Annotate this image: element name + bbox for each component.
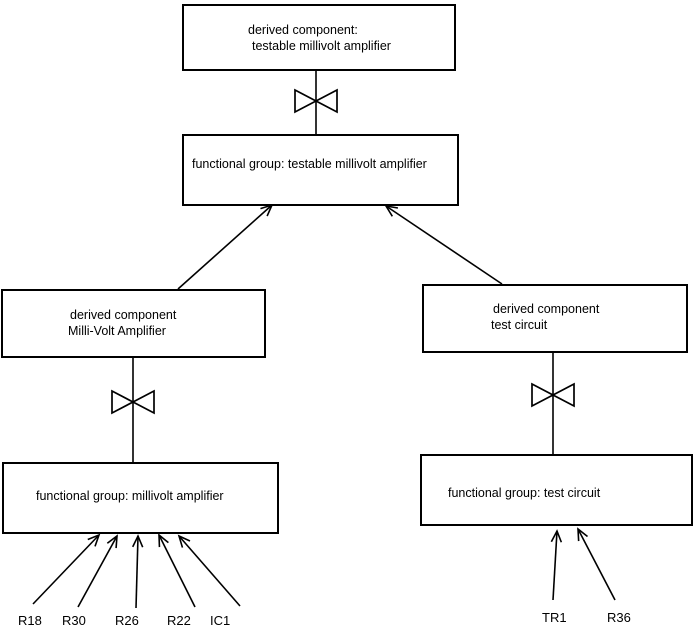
- node-derived-test-circuit[interactable]: derived component test circuit: [422, 284, 688, 353]
- node-label-line2: testable millivolt amplifier: [252, 39, 391, 53]
- node-box: [182, 134, 459, 206]
- component-label-r22: R22: [167, 613, 191, 628]
- node-label: functional group: test circuit: [448, 486, 601, 500]
- node-box: [422, 284, 688, 353]
- node-label-line1: derived component:: [248, 23, 358, 37]
- component-label-r30: R30: [62, 613, 86, 628]
- node-label-line2: Milli-Volt Amplifier: [68, 324, 166, 338]
- arrow-r36: [577, 527, 616, 601]
- component-label-r36: R36: [607, 610, 631, 625]
- node-box: [420, 454, 693, 526]
- arrow-ic1: [177, 534, 241, 607]
- node-functional-group-testable-millivolt-amplifier[interactable]: functional group: testable millivolt amp…: [182, 134, 459, 206]
- bowtie-icon-right: [531, 382, 575, 408]
- node-label-line1: derived component: [70, 308, 177, 322]
- arrow-testcircuit-to-testable: [384, 204, 503, 285]
- arrow-r22: [158, 533, 196, 608]
- bowtie-icon-left: [111, 389, 155, 415]
- node-functional-group-millivolt-amplifier[interactable]: functional group: millivolt amplifier: [2, 462, 279, 534]
- node-derived-testable-millivolt-amplifier[interactable]: derived component: testable millivolt am…: [182, 4, 456, 71]
- node-box: [182, 4, 456, 71]
- node-functional-group-test-circuit[interactable]: functional group: test circuit: [420, 454, 693, 526]
- component-label-r26: R26: [115, 613, 139, 628]
- node-derived-millivolt-amplifier[interactable]: derived component Milli-Volt Amplifier: [1, 289, 266, 358]
- component-label-tr1: TR1: [542, 610, 567, 625]
- bowtie-icon-top: [294, 88, 338, 114]
- component-label-ic1: IC1: [210, 613, 230, 628]
- node-label: functional group: millivolt amplifier: [36, 489, 224, 503]
- arrow-r30: [77, 534, 118, 608]
- node-label: functional group: testable millivolt amp…: [192, 157, 427, 171]
- arrow-r18: [32, 533, 101, 605]
- arrow-tr1: [550, 529, 563, 601]
- arrow-millivolt-to-testable: [177, 203, 274, 290]
- node-box: [1, 289, 266, 358]
- component-label-r18: R18: [18, 613, 42, 628]
- node-box: [2, 462, 279, 534]
- node-label-line2: test circuit: [491, 318, 548, 332]
- node-label-line1: derived component: [493, 302, 600, 316]
- arrow-r26: [131, 534, 144, 609]
